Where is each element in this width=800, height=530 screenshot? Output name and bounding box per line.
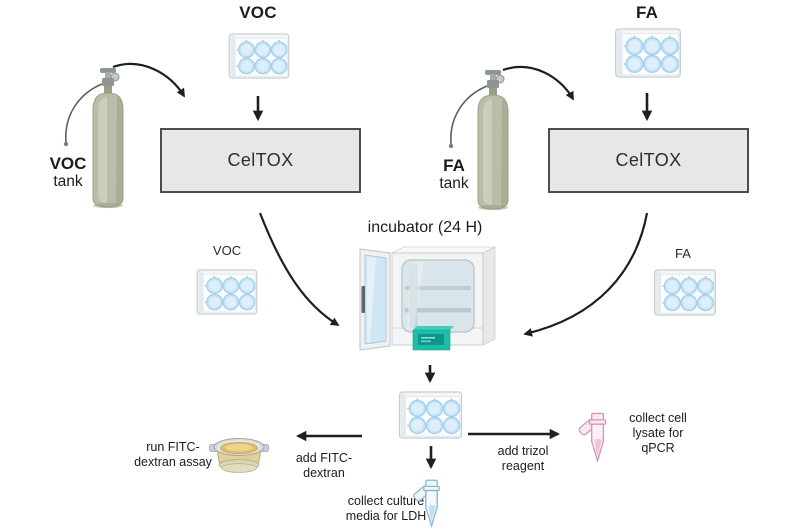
- six-well-plate-fa-mid-icon: [653, 269, 717, 316]
- run-fitc-label: run FITC- dextran assay: [134, 440, 212, 469]
- voc-tank-word: tank: [53, 173, 83, 191]
- fa-mid-label: FA: [675, 246, 691, 261]
- voc-mid-label: VOC: [212, 243, 242, 258]
- add-fitc-label: add FITC- dextran: [295, 451, 353, 480]
- voc-tank-name: VOC: [49, 154, 87, 173]
- six-well-plate-voc-top-icon: [228, 33, 290, 79]
- voc-top-label: VOC: [239, 3, 277, 22]
- incubator-label: incubator (24 H): [367, 219, 483, 236]
- fa-tank-name: FA: [443, 156, 465, 175]
- transwell-dish-icon: [209, 438, 269, 473]
- microtube-pink-icon: [577, 412, 607, 462]
- six-well-plate-bottom-icon: [398, 391, 463, 439]
- arrow-celtox-left-to-incubator: [258, 212, 340, 326]
- voc-tank-label: VOC tank: [35, 154, 101, 190]
- add-trizol-label: add trizol reagent: [497, 444, 549, 473]
- celtox-box-left: CelTOX: [160, 128, 361, 193]
- six-well-plate-fa-top-icon: [614, 28, 682, 78]
- incubator-icon: [359, 246, 496, 351]
- collect-cell-label: collect cell lysate for qPCR: [629, 411, 687, 455]
- microtube-blue-icon: [412, 479, 441, 527]
- fa-tank-word: tank: [439, 175, 469, 193]
- fa-tank-label: FA tank: [421, 156, 487, 192]
- fa-top-label: FA: [635, 3, 659, 22]
- collect-media-label: collect culture media for LDH: [345, 494, 427, 523]
- six-well-plate-voc-mid-icon: [196, 269, 258, 315]
- arrow-celtox-right-to-incubator: [523, 212, 649, 337]
- celtox-box-right: CelTOX: [548, 128, 749, 193]
